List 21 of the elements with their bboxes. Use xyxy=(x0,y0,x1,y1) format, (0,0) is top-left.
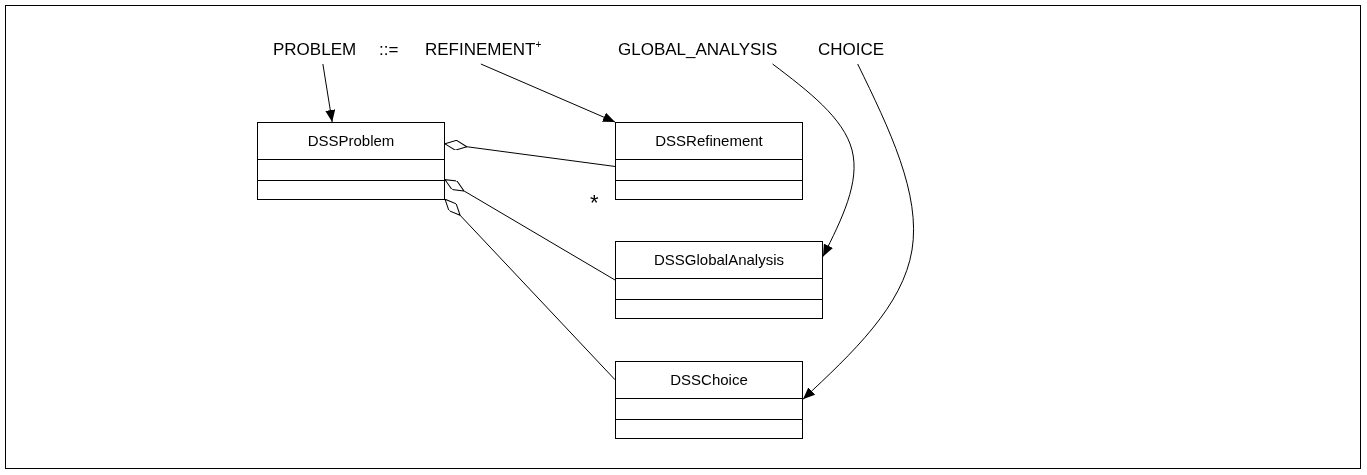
class-box xyxy=(615,241,823,319)
grammar-term: CHOICE xyxy=(818,40,885,60)
grammar-term: PROBLEM xyxy=(273,40,357,60)
class-name: DSSGlobalAnalysis xyxy=(652,250,786,270)
grammar-operator: ::= xyxy=(379,40,399,60)
class-name: DSSRefinement xyxy=(654,131,764,151)
arrow xyxy=(772,63,855,258)
class-name: DSSProblem xyxy=(306,131,396,151)
multiplicity-label: * xyxy=(590,190,599,216)
grammar-term: GLOBAL_ANALYSIS xyxy=(618,40,778,60)
grammar-term: REFINEMENT$^{+}$ xyxy=(425,40,542,60)
arrow xyxy=(802,63,914,400)
class-box xyxy=(615,122,803,200)
aggregation-line xyxy=(444,179,616,281)
class-name: DSSChoice xyxy=(669,370,749,390)
arrow xyxy=(480,63,616,123)
aggregation-line xyxy=(444,139,616,167)
arrow xyxy=(322,63,336,123)
class-box xyxy=(257,122,445,200)
aggregation-line xyxy=(444,198,616,381)
class-box xyxy=(615,361,803,439)
